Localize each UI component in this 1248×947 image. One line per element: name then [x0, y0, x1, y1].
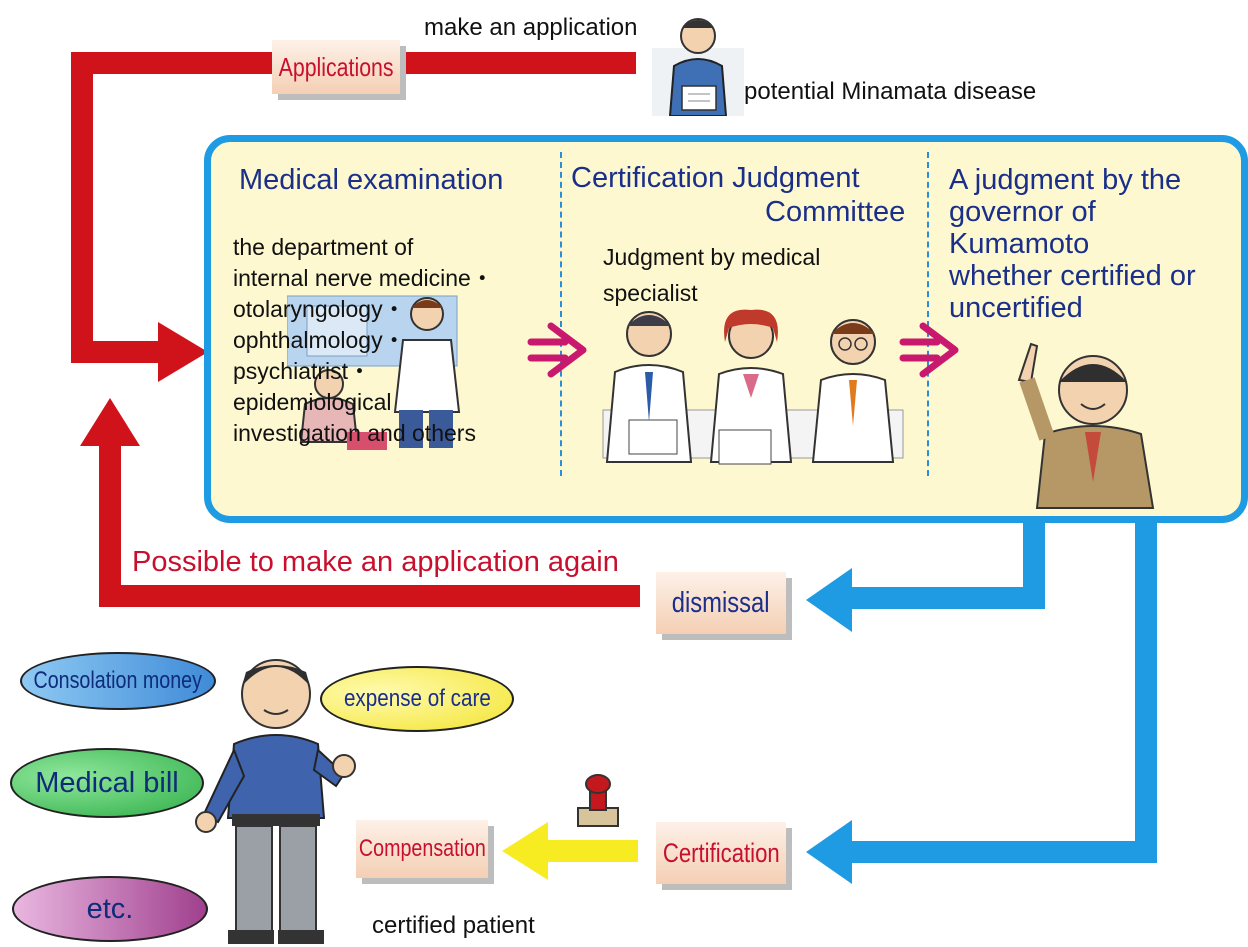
applications-label: Applications: [278, 51, 394, 82]
expense-of-care-label: expense of care: [343, 685, 491, 712]
exam-line: otolaryngology・: [233, 296, 406, 322]
application-arrowhead: [158, 322, 208, 382]
medical-bill-oval: Medical bill: [10, 748, 204, 818]
stamp-icon: [577, 774, 619, 827]
panel-divider-2: [927, 152, 929, 476]
committee-sub-line1: Judgment by medical: [603, 244, 821, 270]
exam-line: the department of: [233, 234, 414, 260]
dismissal-label: dismissal: [672, 586, 770, 619]
compensation-tag: Compensation: [356, 820, 488, 878]
step-arrow-1: [527, 322, 587, 378]
dismissal-tag: dismissal: [656, 572, 786, 634]
governor-judgment-text: A judgment by the governor of Kumamoto w…: [949, 164, 1196, 324]
governor-line: whether certified or: [949, 260, 1196, 292]
certified-patient-text: certified patient: [372, 912, 535, 939]
committee-heading-line1: Certification Judgment: [571, 162, 860, 194]
governor-line: A judgment by the: [949, 164, 1182, 196]
compensation-label: Compensation: [358, 835, 486, 862]
reapply-text: Possible to make an application again: [132, 546, 619, 578]
exam-line: psychiatrist・: [233, 358, 372, 384]
exam-line: internal nerve medicine・: [233, 265, 494, 291]
certified-patient-illustration: [195, 659, 356, 944]
dismissal-arrow-path: [846, 512, 1045, 609]
governor-illustration: [1017, 342, 1155, 509]
panel-divider-1: [560, 152, 562, 476]
certification-arrowhead: [806, 820, 852, 884]
medical-exam-heading: Medical examination: [239, 164, 504, 196]
committee-heading-line2: Committee: [765, 196, 906, 228]
committee-illustration: [602, 309, 904, 465]
exam-line: epidemiological: [233, 389, 392, 415]
governor-line: governor of: [949, 196, 1096, 228]
compensation-arrow-path: [540, 840, 638, 862]
dismissal-arrowhead: [806, 568, 852, 632]
compensation-arrowhead: [502, 822, 548, 880]
reapply-arrowhead: [80, 398, 140, 446]
expense-of-care-oval: expense of care: [320, 666, 514, 732]
governor-line: uncertified: [949, 292, 1083, 324]
process-panel: Medical examination the department of in…: [204, 135, 1248, 523]
certification-label: Certification: [662, 837, 780, 868]
etc-oval: etc.: [12, 876, 208, 942]
exam-departments: the department of internal nerve medicin…: [233, 232, 494, 449]
exam-line: ophthalmology・: [233, 327, 406, 353]
consolation-money-label: Consolation money: [33, 667, 203, 694]
committee-sub-line2: specialist: [603, 280, 698, 306]
etc-label: etc.: [86, 892, 134, 925]
make-application-text: make an application: [424, 14, 638, 41]
governor-line: Kumamoto: [949, 228, 1090, 260]
exam-line: investigation and others: [233, 420, 476, 446]
reapply-arrow-path: [99, 440, 640, 607]
applicant-illustration: [652, 18, 744, 116]
certification-tag: Certification: [656, 822, 786, 884]
applications-tag: Applications: [272, 40, 400, 94]
consolation-money-oval: Consolation money: [20, 652, 216, 710]
certification-arrow-path: [846, 512, 1157, 863]
exam-illustration: [287, 295, 461, 450]
medical-bill-label: Medical bill: [35, 766, 179, 799]
step-arrow-2: [899, 322, 959, 378]
potential-patient-text: potential Minamata disease: [744, 78, 1037, 105]
